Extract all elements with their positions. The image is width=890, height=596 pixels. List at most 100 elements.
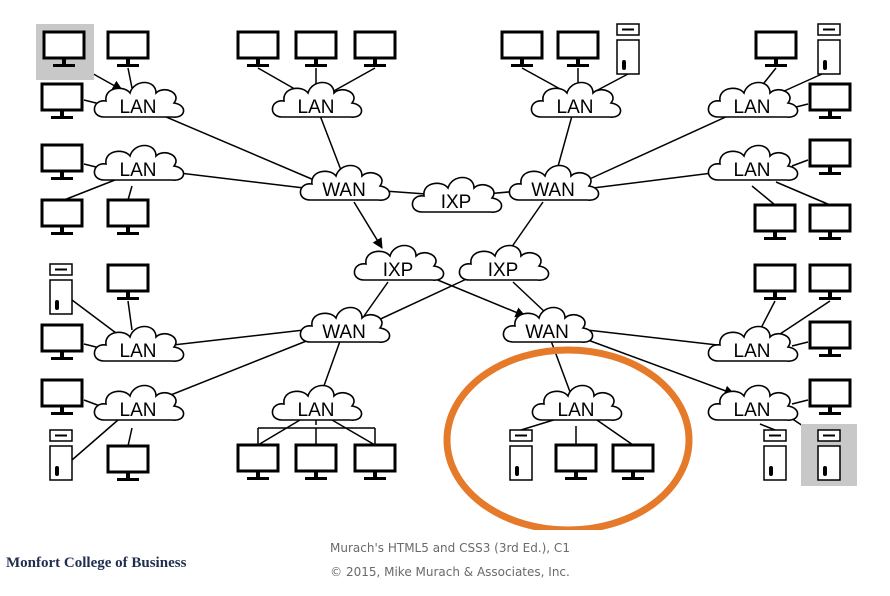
monitor-icon <box>294 30 338 67</box>
clouds-layer: LAN LAN LAN LAN LAN LAN WAN IXP WAN IXP IXP WAN WAN L… <box>93 81 799 421</box>
server-icon <box>817 23 841 75</box>
monitor-icon <box>106 263 150 300</box>
monitor-icon <box>40 82 84 119</box>
link-line <box>779 300 831 335</box>
cloud-wan-top-right: WAN <box>508 164 600 201</box>
link-line <box>791 341 809 347</box>
cloud-lan-top-left: LAN <box>93 81 185 118</box>
arrow-wan-to-lan <box>576 335 735 396</box>
internet-diagram: LAN LAN LAN LAN LAN LAN WAN IXP WAN IXP IXP WAN WAN L… <box>36 23 857 530</box>
link-line <box>71 299 121 337</box>
cloud-ixp-left: IXP <box>353 244 445 281</box>
footer-credit-line2: © 2015, Mike Murach & Associates, Inc. <box>330 565 570 579</box>
monitor-icon <box>808 378 852 415</box>
link-line <box>373 275 474 323</box>
cloud-lan-bottom-center: LAN <box>271 384 363 421</box>
arrow-wan-to-ixp <box>353 201 383 249</box>
cloud-label: LAN <box>558 400 595 421</box>
monitor-icon <box>808 320 852 357</box>
monitor-icon <box>236 443 280 480</box>
cloud-label: LAN <box>557 97 594 118</box>
monitor-icon <box>353 30 397 67</box>
link-line <box>257 419 301 446</box>
cloud-label: LAN <box>298 97 335 118</box>
cloud-label: WAN <box>322 322 366 343</box>
cloud-lan-top-right: LAN <box>530 81 622 118</box>
link-line <box>127 185 133 201</box>
monitor-icon <box>753 203 797 240</box>
link-line <box>512 281 548 315</box>
link-line <box>521 67 563 91</box>
cloud-label: WAN <box>531 180 575 201</box>
cloud-lan-lower-right-2: LAN <box>707 384 799 421</box>
cloud-lan-top-center: LAN <box>271 81 363 118</box>
link-line <box>127 300 133 331</box>
cloud-label: IXP <box>441 192 472 213</box>
server-icon <box>616 23 640 75</box>
cloud-label: LAN <box>298 400 335 421</box>
link-line <box>127 67 133 89</box>
link-line <box>331 419 376 446</box>
devices-layer <box>36 23 857 486</box>
cloud-label: LAN <box>120 160 157 181</box>
cloud-lan-mid-left: LAN <box>93 144 185 181</box>
cloud-wan-bottom-right: WAN <box>502 306 594 343</box>
monitor-icon <box>40 143 84 180</box>
cloud-label: LAN <box>734 160 771 181</box>
link-line <box>71 419 119 461</box>
monitor-icon <box>106 30 150 67</box>
cloud-label: LAN <box>120 341 157 362</box>
link-line <box>791 399 809 405</box>
link-line <box>751 185 776 206</box>
cloud-label: IXP <box>383 260 414 281</box>
link-line <box>63 177 121 201</box>
server-icon <box>763 429 787 481</box>
link-line <box>593 73 629 93</box>
monitor-icon <box>808 138 852 175</box>
server-icon <box>49 429 73 481</box>
monitor-icon <box>294 443 338 480</box>
cloud-label: IXP <box>488 260 519 281</box>
monitor-icon-source <box>36 24 94 80</box>
link-line <box>127 427 133 447</box>
monitor-icon <box>554 443 598 480</box>
connection-lines <box>63 61 831 461</box>
server-icon <box>509 429 533 481</box>
monitor-icon <box>808 203 852 240</box>
cloud-lan-bottom-highlighted: LAN <box>531 384 623 421</box>
cloud-label: LAN <box>734 341 771 362</box>
monitor-icon <box>556 30 600 67</box>
link-line <box>759 423 776 431</box>
monitor-icon <box>808 82 852 119</box>
cloud-label: LAN <box>120 400 157 421</box>
monitor-icon <box>106 444 150 481</box>
arrow-ixp-to-wan <box>427 275 526 318</box>
link-line <box>759 300 776 331</box>
footer-brand: Monfort College of Business <box>6 555 187 571</box>
cloud-label: LAN <box>120 97 157 118</box>
cloud-lan-mid-right: LAN <box>707 144 799 181</box>
cloud-wan-bottom-left: WAN <box>299 306 391 343</box>
monitor-icon <box>40 198 84 235</box>
monitor-icon <box>611 443 655 480</box>
cloud-ixp-right: IXP <box>458 244 550 281</box>
cloud-label: LAN <box>734 97 771 118</box>
monitor-icon <box>353 443 397 480</box>
monitor-icon <box>106 198 150 235</box>
link-line <box>593 417 634 446</box>
monitor-icon <box>753 263 797 300</box>
monitor-icon <box>500 30 544 67</box>
link-line <box>775 181 831 206</box>
cloud-label: WAN <box>525 322 569 343</box>
cloud-ixp-top: IXP <box>411 176 503 213</box>
link-line <box>331 67 376 93</box>
monitor-icon <box>808 263 852 300</box>
cloud-lan-lower-left-2: LAN <box>93 384 185 421</box>
server-icon <box>49 263 73 315</box>
monitor-icon <box>754 30 798 67</box>
link-line <box>363 281 389 317</box>
monitor-icon <box>236 30 280 67</box>
cloud-wan-top-left: WAN <box>299 164 391 201</box>
link-line <box>510 201 544 249</box>
monitor-icon <box>40 378 84 415</box>
